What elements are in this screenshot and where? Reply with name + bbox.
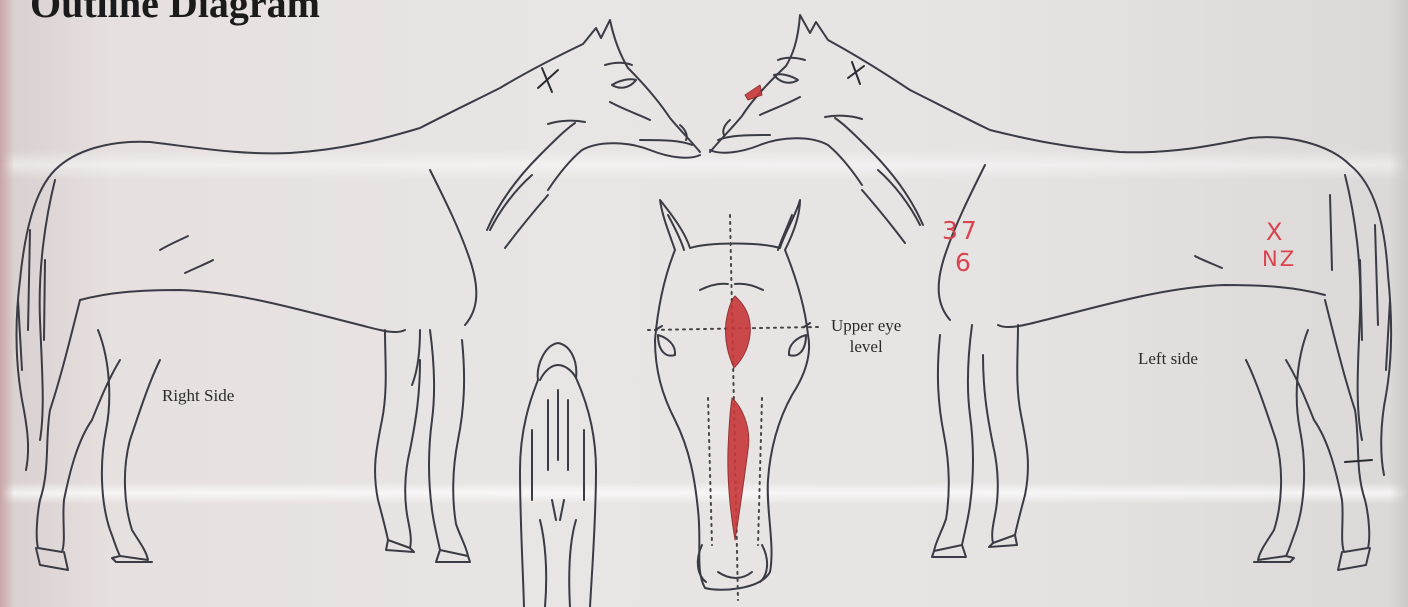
front-head-star-marking	[725, 296, 750, 368]
front-head-outline	[655, 200, 809, 590]
left-horse-tail	[1345, 175, 1362, 440]
handwritten-nz: NZ	[1262, 247, 1296, 271]
right-horse-shoulder	[430, 170, 476, 325]
left-horse-eye	[774, 74, 798, 82]
front-head-view	[648, 200, 818, 600]
right-horse-belly	[80, 290, 405, 332]
upper-eye-label-line: level	[831, 336, 901, 357]
right-horse-x-mark	[538, 68, 558, 92]
right-horse-eye	[612, 79, 636, 87]
right-horse-body-outline	[16, 20, 700, 470]
handwritten-number-37: 37	[942, 216, 980, 245]
left-horse-belly	[998, 285, 1325, 327]
front-head-right-eye	[789, 335, 806, 356]
muzzle-view	[520, 343, 596, 607]
right-side-label: Right Side	[162, 386, 234, 406]
upper-eye-level-label: Upper eye level	[831, 315, 901, 357]
left-horse-x-mark	[848, 62, 864, 84]
right-side-horse	[16, 20, 700, 570]
handwritten-x-mark: X	[1266, 218, 1282, 246]
upper-eye-label-line: Upper eye	[831, 315, 901, 336]
front-head-left-eye	[658, 335, 675, 356]
right-horse-front-leg	[375, 330, 420, 548]
left-side-horse	[710, 15, 1391, 570]
front-head-strip-marking	[728, 398, 749, 540]
left-horse-head-marking	[745, 85, 762, 100]
left-horse-body-outline	[710, 15, 1391, 475]
left-side-label: Left side	[1138, 349, 1198, 369]
left-horse-front-leg	[983, 325, 1028, 543]
handwritten-number-6: 6	[955, 248, 971, 277]
